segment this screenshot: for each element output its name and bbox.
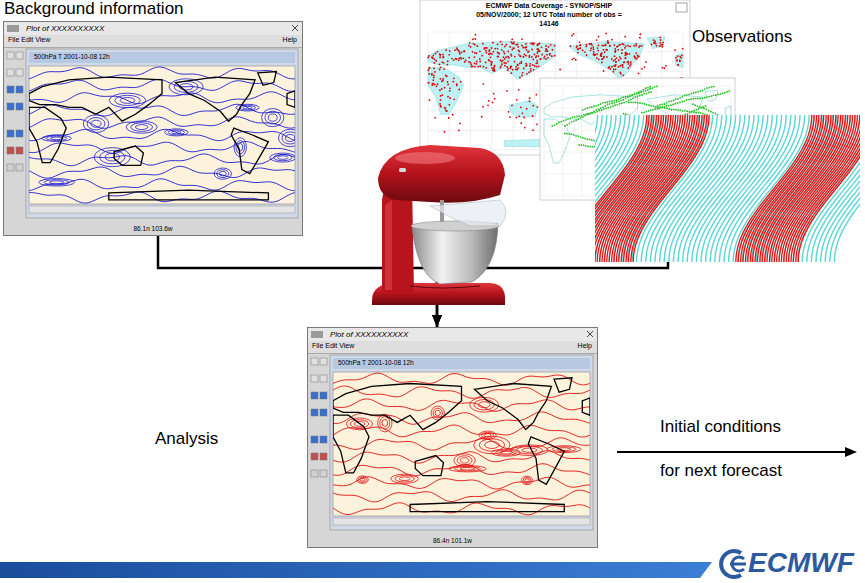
menu-help: Help xyxy=(283,36,297,44)
coastline xyxy=(175,77,255,121)
coastline xyxy=(554,378,572,392)
plot-window: Plot of XXXXXXXXXX File Edit View Help 500h… xyxy=(3,21,303,236)
contour-map xyxy=(29,67,295,203)
coastline xyxy=(29,77,162,121)
caption-label: Background information xyxy=(4,0,184,19)
menu-items: File Edit View xyxy=(312,342,354,350)
coastline xyxy=(410,502,564,512)
coastline xyxy=(109,190,269,200)
coastline xyxy=(333,415,369,473)
coastline xyxy=(582,398,590,415)
coverage-map-frame: ECMWF Data Coverage - SYNOP/SHIP 05/NOV/… xyxy=(420,0,690,155)
stand-mixer xyxy=(372,145,506,305)
coastline xyxy=(705,90,718,101)
plot-header: 500hPa T 2001-10-08 12h xyxy=(34,53,110,60)
coastline xyxy=(287,91,295,108)
map-title: ECMWF Data Coverage - SYNOP/SHIP 05/NOV/… xyxy=(474,2,624,28)
coastline xyxy=(428,67,464,114)
caption-label: Initial conditions xyxy=(660,418,781,437)
caption-label: for next forecast xyxy=(660,462,782,481)
coastline xyxy=(568,41,645,79)
logo-text: ECMWF xyxy=(748,549,854,577)
coastline xyxy=(675,53,683,67)
coastline xyxy=(647,37,665,49)
menu-help: Help xyxy=(578,342,592,350)
logo-symbol xyxy=(721,551,746,577)
menu-items: File Edit View xyxy=(8,36,50,44)
satellite-swath-map xyxy=(517,115,865,262)
coastline xyxy=(258,72,277,86)
contour-map xyxy=(333,373,590,515)
coastline xyxy=(510,100,538,117)
plot-header: 500hPa T 2001-10-08 12h xyxy=(338,359,414,366)
coastline xyxy=(231,128,268,174)
caption-label: Observations xyxy=(692,28,792,47)
status-coordinates: 86.4n 101.1w xyxy=(433,537,472,544)
coastline xyxy=(114,146,143,165)
coastline xyxy=(474,384,551,430)
forecast-arrow xyxy=(617,447,857,457)
footer-bar xyxy=(0,562,712,578)
coastline xyxy=(544,119,570,163)
plot-window: Plot of XXXXXXXXXX File Edit View Help 500h… xyxy=(307,327,598,548)
coastline xyxy=(333,384,462,430)
coastline xyxy=(29,107,66,162)
window-title: Plot of XXXXXXXXXX xyxy=(26,24,104,33)
status-coordinates: 86.1n 103.6w xyxy=(133,225,172,232)
coastline xyxy=(528,437,564,485)
caption-label: Analysis xyxy=(155,430,218,449)
coastline xyxy=(415,456,443,476)
window-title: Plot of XXXXXXXXXX xyxy=(330,330,408,339)
